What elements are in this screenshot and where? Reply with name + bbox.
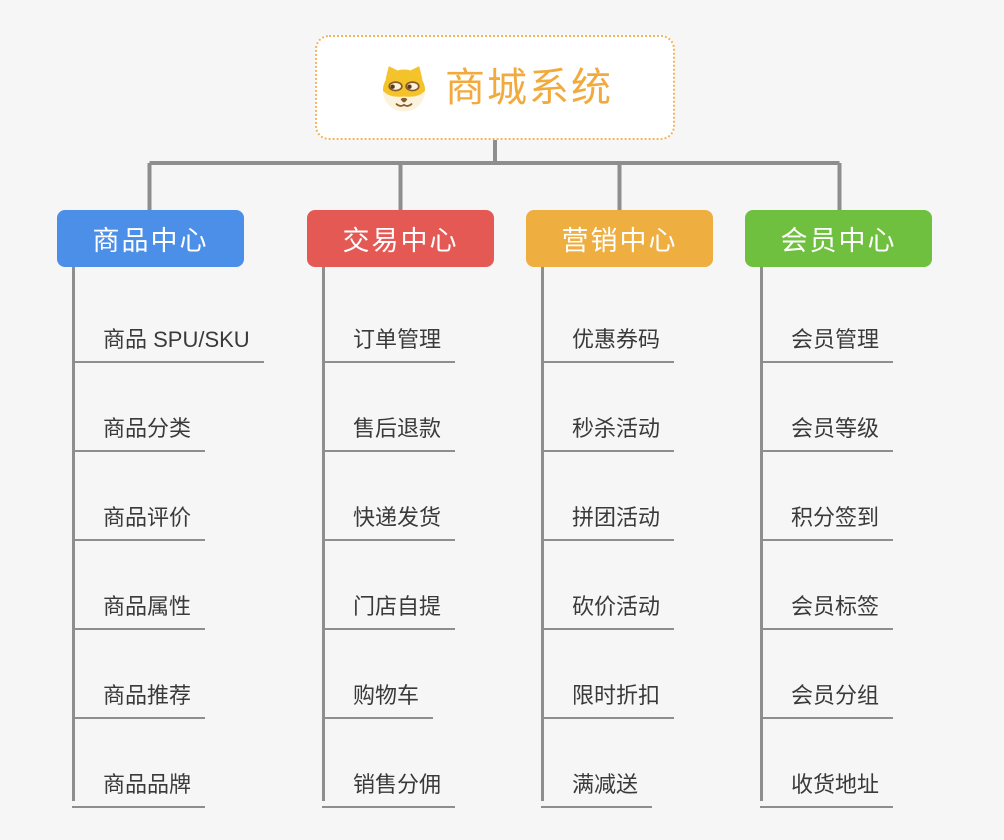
branch-item[interactable]: 商品品牌 [72,761,206,808]
branch-trunk-line [322,267,325,801]
root-node-mall-system[interactable]: 商城系统 [315,35,675,140]
branch-item[interactable]: 商品属性 [72,583,206,630]
branch-header[interactable]: 商品中心 [57,210,244,267]
branch-item[interactable]: 积分签到 [760,494,894,541]
branch-item[interactable]: 售后退款 [322,405,456,452]
dog-face-icon [382,65,426,112]
branch-item[interactable]: 会员等级 [760,405,894,452]
branch-item[interactable]: 拼团活动 [541,494,675,541]
branch-item[interactable]: 会员标签 [760,583,894,630]
branch-item[interactable]: 秒杀活动 [541,405,675,452]
branch-item[interactable]: 商品推荐 [72,672,206,719]
branch-header[interactable]: 交易中心 [307,210,494,267]
branch-item[interactable]: 订单管理 [322,316,456,363]
branch-item[interactable]: 商品分类 [72,405,206,452]
branch-item[interactable]: 商品评价 [72,494,206,541]
root-title: 商城系统 [445,65,613,110]
branch-trunk-line [760,267,763,801]
branch-item[interactable]: 收货地址 [760,761,894,808]
branch-item[interactable]: 会员分组 [760,672,894,719]
branch-header[interactable]: 会员中心 [745,210,932,267]
branch-item[interactable]: 门店自提 [322,583,456,630]
branch-item[interactable]: 快递发货 [322,494,456,541]
branch-item[interactable]: 砍价活动 [541,583,675,630]
branch-item[interactable]: 满减送 [541,761,653,808]
branch-item[interactable]: 商品 SPU/SKU [72,316,264,363]
branch-item[interactable]: 限时折扣 [541,672,675,719]
branch-header[interactable]: 营销中心 [526,210,713,267]
branch-item[interactable]: 销售分佣 [322,761,456,808]
branch-item[interactable]: 会员管理 [760,316,894,363]
branch-item[interactable]: 优惠券码 [541,316,675,363]
branch-trunk-line [72,267,75,801]
branch-item[interactable]: 购物车 [322,672,434,719]
branch-trunk-line [541,267,544,801]
